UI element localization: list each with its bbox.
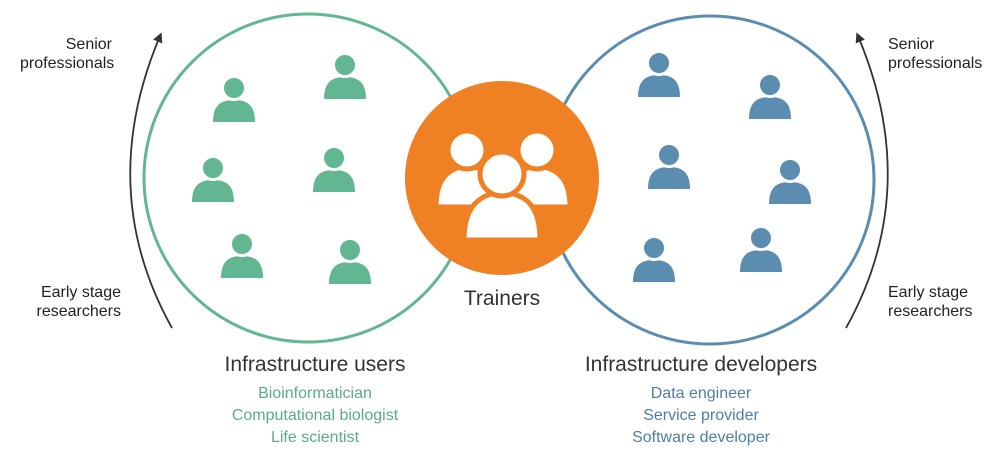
left-top-scale-label: Senior professionals — [20, 36, 115, 73]
person-icon — [324, 52, 366, 99]
users-group-title: Infrastructure users — [224, 353, 406, 376]
developers-role-2: Service provider — [643, 407, 759, 424]
person-icon — [192, 155, 234, 202]
person-icon — [769, 157, 811, 204]
person-icon — [740, 225, 782, 272]
users-role-2: Computational biologist — [231, 407, 399, 424]
right-top-scale-label: Senior professionals — [888, 36, 983, 73]
developers-group-title: Infrastructure developers — [584, 353, 818, 376]
trainers-label: Trainers — [463, 287, 541, 310]
person-icon — [633, 235, 675, 282]
left-bottom-scale-label: Early stage researchers — [36, 284, 121, 321]
person-icon — [221, 231, 263, 278]
right-bottom-scale-label: Early stage researchers — [888, 284, 973, 321]
right-seniority-arrow-icon — [845, 32, 889, 329]
people-group-icon — [433, 128, 573, 243]
person-icon — [638, 50, 680, 97]
left-seniority-arrow-icon — [129, 32, 173, 329]
users-role-1: Bioinformatician — [258, 385, 372, 402]
users-role-3: Life scientist — [270, 429, 360, 446]
developers-role-3: Software developer — [632, 429, 770, 446]
person-icon — [329, 237, 371, 284]
person-icon — [648, 142, 690, 189]
person-icon — [313, 145, 355, 192]
developers-role-1: Data engineer — [650, 385, 752, 402]
person-icon — [213, 75, 255, 122]
person-icon — [749, 72, 791, 119]
